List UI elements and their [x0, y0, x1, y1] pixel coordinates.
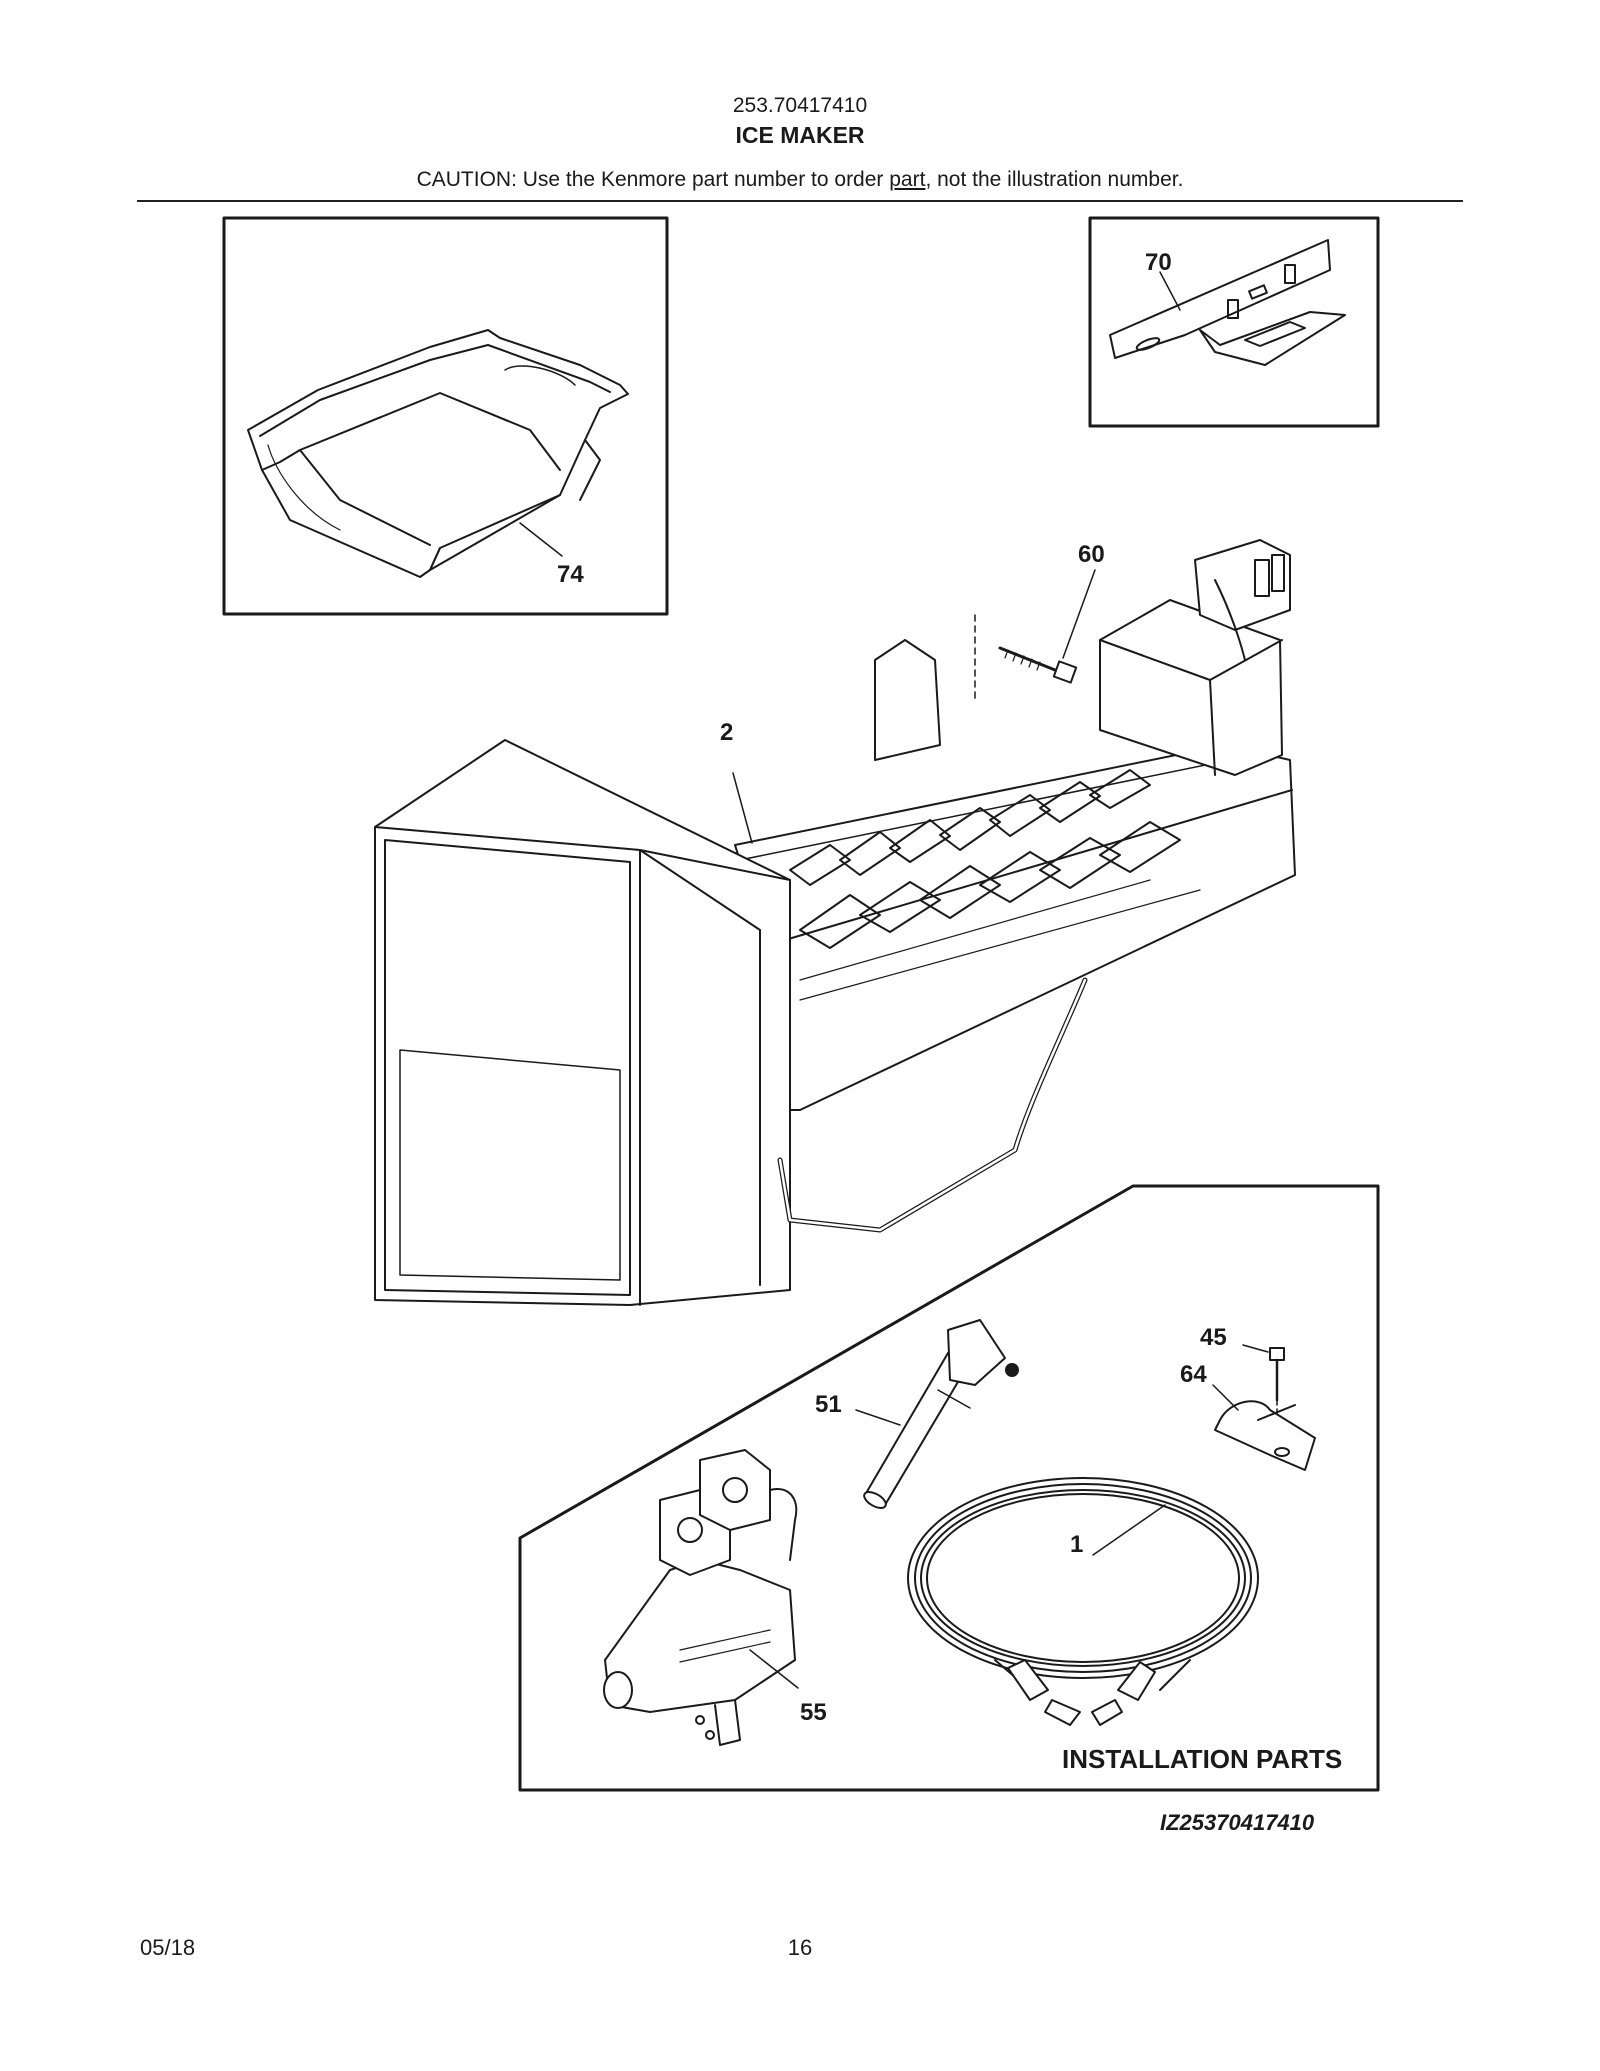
leader-70	[1159, 271, 1181, 311]
leader-1	[1092, 1504, 1166, 1556]
leader-55	[749, 1649, 799, 1689]
screw-small-drawing	[1269, 1347, 1285, 1431]
leader-51	[855, 1409, 901, 1426]
screw-drawing	[974, 614, 1078, 701]
installation-parts-frame	[518, 1184, 1380, 1792]
callout-45: 45	[1200, 1324, 1227, 1351]
callout-1: 1	[1070, 1531, 1083, 1558]
leader-64	[1212, 1384, 1239, 1411]
callout-55: 55	[800, 1699, 827, 1726]
water-tubing-drawing	[907, 1477, 1259, 1726]
clamp-drawing	[1214, 1400, 1316, 1471]
diagram-code: IZ25370417410	[1160, 1810, 1315, 1835]
leader-60	[1062, 569, 1096, 659]
callout-64: 64	[1180, 1361, 1207, 1388]
caution-link-part: part	[889, 168, 926, 191]
callout-70: 70	[1145, 249, 1172, 276]
callout-51: 51	[815, 1391, 842, 1418]
callout-60: 60	[1078, 541, 1105, 568]
callout-2: 2	[720, 719, 733, 746]
leader-2	[732, 772, 753, 844]
header-rule	[137, 200, 1463, 202]
fill-tube-drawing	[863, 1319, 1019, 1509]
ice-maker-drawing	[374, 539, 1296, 1306]
caution-text-start: CAUTION: Use the Kenmore part number to …	[416, 168, 890, 191]
caution-text-end: , not the illustration number.	[925, 168, 1184, 191]
callout-74: 74	[557, 561, 584, 588]
leader-74	[519, 522, 563, 557]
footer-date: 05/18	[140, 1935, 196, 1960]
ice-bin-drawing	[247, 329, 629, 578]
bracket-frame	[1088, 216, 1380, 428]
leader-45	[1242, 1344, 1269, 1353]
model-number: 253.70417410	[732, 94, 868, 117]
water-valve-drawing	[603, 1449, 798, 1746]
installation-parts-label: INSTALLATION PARTS	[1062, 1744, 1342, 1774]
page-title: ICE MAKER	[735, 122, 865, 148]
page-number: 16	[787, 1935, 813, 1960]
mounting-bracket-drawing	[1109, 239, 1346, 366]
ice-bin-frame	[222, 216, 669, 616]
caution-note: CAUTION: Use the Kenmore part number to …	[0, 168, 1600, 192]
